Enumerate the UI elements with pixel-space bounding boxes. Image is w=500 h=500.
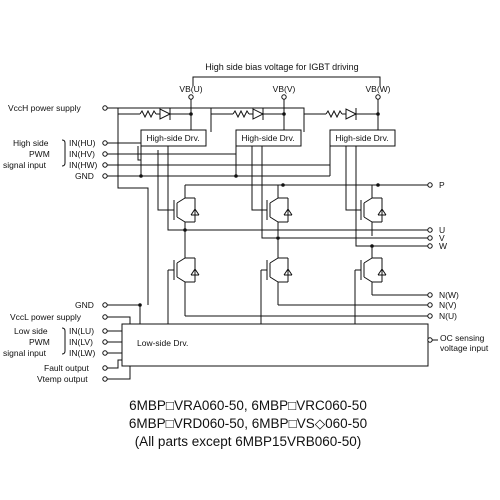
vcch-bus — [107, 107, 305, 114]
low-side-driver — [121, 323, 429, 367]
nw-label: N(W) — [439, 290, 459, 300]
gnd-top-terminal — [102, 173, 108, 179]
caption-line-2: 6MBP□VRD060-50, 6MBP□VS◇060-50 — [129, 416, 367, 431]
low-input-wires — [107, 330, 122, 354]
high-emitter-returns — [167, 146, 372, 247]
low-group-line-1: Low side — [14, 326, 48, 336]
in-hv-terminal — [102, 151, 108, 157]
vccl-terminal — [102, 314, 108, 320]
fault-terminal — [102, 365, 108, 371]
u-label: U — [439, 225, 445, 235]
igbt-low-w — [355, 246, 387, 295]
nw-terminal — [427, 292, 433, 298]
low-group-brace — [61, 327, 66, 355]
oc-label-1: OC sensing — [440, 333, 485, 343]
in-lu-label: IN(LU) — [69, 326, 94, 336]
low-group-line-2: PWM — [29, 337, 50, 347]
vcch-label: VccH power supply — [8, 103, 82, 113]
in-lw-label: IN(LW) — [69, 348, 95, 358]
vb-v-label: VB(V) — [273, 84, 296, 94]
oc-terminal — [427, 337, 433, 343]
high-group-line-1: High side — [13, 138, 49, 148]
w-terminal — [427, 243, 433, 249]
in-hw-terminal — [102, 162, 108, 168]
low-side-driver-label: Low-side Drv. — [137, 338, 188, 348]
hs-u-tie — [137, 146, 141, 161]
v-terminal — [427, 235, 433, 241]
caption-line-3: (All parts except 6MBP15VRB060-50) — [135, 434, 362, 449]
bootstrap-chain-w — [304, 99, 380, 130]
gnd-bottom-terminal — [102, 302, 108, 308]
high-side-driver-u-label: High-side Drv. — [146, 133, 199, 143]
bootstrap-chain-v — [211, 99, 286, 130]
high-group-line-3: signal input — [3, 160, 47, 170]
low-supply-wires — [107, 304, 141, 324]
vtemp-label: Vtemp output — [37, 374, 88, 384]
high-input-wires — [107, 142, 330, 177]
vb-u-terminal — [188, 94, 194, 100]
in-hu-terminal — [102, 140, 108, 146]
w-label: W — [439, 241, 447, 251]
vb-v-terminal — [281, 94, 287, 100]
high-side-driver-u — [140, 129, 207, 147]
caption-line-1: 6MBP□VRA060-50, 6MBP□VRC060-50 — [129, 398, 367, 413]
nv-terminal — [427, 302, 433, 308]
gnd-bottom-label: GND — [75, 300, 94, 310]
title-bracket — [192, 76, 381, 86]
igbt-low-v — [261, 238, 293, 305]
nu-terminal — [427, 313, 433, 319]
high-group-brace — [61, 139, 66, 167]
low-group-line-3: signal input — [3, 348, 47, 358]
vcch-terminal — [102, 105, 108, 111]
vb-w-terminal — [375, 94, 381, 100]
oc-label-2: voltage input — [440, 343, 489, 353]
high-side-driver-v — [235, 129, 302, 147]
fault-vtemp-wires — [107, 359, 131, 380]
high-side-driver-v-label: High-side Drv. — [241, 133, 294, 143]
vccl-label: VccL power supply — [10, 312, 82, 322]
igbt-high-w — [345, 146, 387, 236]
low-gate-wires — [167, 270, 356, 324]
p-terminal — [427, 182, 433, 188]
u-terminal — [427, 227, 433, 233]
in-hu-label: IN(HU) — [69, 138, 96, 148]
in-lu-terminal — [102, 328, 108, 334]
v-label: V — [439, 233, 445, 243]
p-label: P — [439, 180, 445, 190]
fault-label: Fault output — [44, 363, 90, 373]
vb-w-label: VB(W) — [365, 84, 390, 94]
high-group-line-2: PWM — [29, 149, 50, 159]
igbt-high-v — [251, 146, 293, 236]
in-hv-label: IN(HV) — [69, 149, 95, 159]
vtemp-terminal — [102, 376, 108, 382]
in-lv-label: IN(LV) — [69, 337, 93, 347]
nv-label: N(V) — [439, 300, 457, 310]
high-side-driver-w-label: High-side Drv. — [335, 133, 388, 143]
igbt-low-u — [168, 236, 200, 316]
high-side-driver-w — [329, 129, 396, 147]
nu-label: N(U) — [439, 311, 457, 321]
in-hw-label: IN(HW) — [69, 160, 97, 170]
in-lw-terminal — [102, 350, 108, 356]
bias-voltage-title: High side bias voltage for IGBT driving — [205, 62, 358, 72]
vcch-to-low-link — [117, 180, 149, 305]
gnd-top-bus — [140, 146, 331, 177]
in-lv-terminal — [102, 339, 108, 345]
igbt-high-u — [157, 150, 200, 236]
bootstrap-chain-u — [118, 99, 193, 130]
vb-u-label: VB(U) — [179, 84, 202, 94]
vcch-drops — [117, 114, 305, 180]
gnd-top-label: GND — [75, 171, 94, 181]
